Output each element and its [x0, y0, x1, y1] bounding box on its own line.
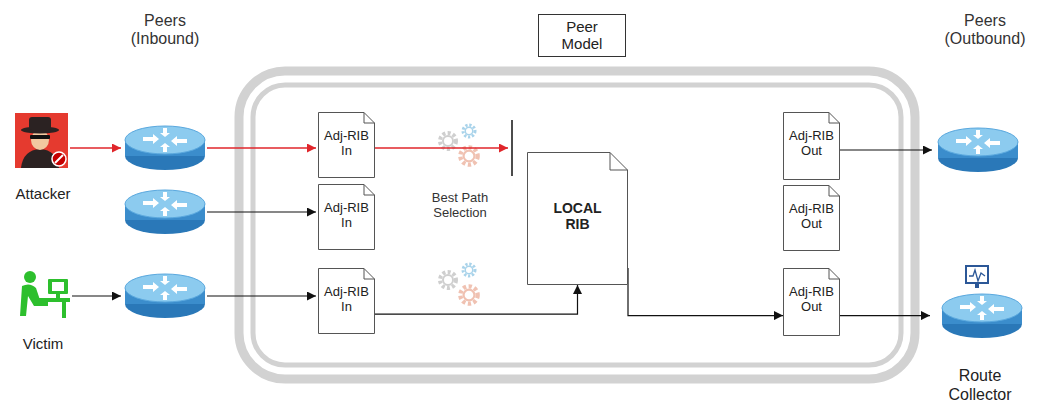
document-fold — [364, 113, 375, 124]
node-text: Adj-RIB Out — [786, 202, 837, 232]
gear-icon — [440, 264, 478, 304]
route-collector-node: Route Collector — [930, 262, 1030, 404]
router-icon — [125, 190, 205, 234]
connector — [628, 268, 783, 316]
node-text: Peer Model — [554, 18, 610, 53]
attack-path — [70, 147, 508, 148]
node-text: Adj-RIB In — [321, 129, 372, 159]
document-fold — [364, 185, 375, 196]
filter-bar — [511, 120, 513, 176]
node-text: Route Collector — [932, 367, 1028, 404]
node-text: Adj-RIB Out — [786, 129, 837, 159]
document-outline — [528, 153, 628, 285]
gear-icon — [440, 125, 478, 165]
adj-rib-out: Adj-RIB Out — [783, 268, 840, 336]
document-outline — [784, 269, 840, 336]
node-text: Attacker — [5, 185, 81, 202]
node-text: Adj-RIB In — [321, 201, 372, 231]
document-fold — [829, 186, 840, 197]
connector — [840, 315, 930, 316]
node-text: Adj-RIB In — [321, 285, 372, 315]
local-rib: LOCAL RIB — [527, 152, 628, 285]
adj-rib-in: Adj-RIB In — [318, 112, 375, 178]
victim-icon — [20, 271, 70, 318]
peer-model-box: Peer Model — [538, 14, 626, 57]
node-text: Victim — [5, 335, 81, 352]
connector — [375, 285, 578, 314]
monitor-icon — [966, 266, 988, 288]
document-fold — [829, 113, 840, 124]
document-outline — [784, 186, 840, 251]
victim-node: Victim — [4, 262, 82, 352]
document-outline — [784, 113, 840, 180]
adj-rib-in: Adj-RIB In — [318, 184, 375, 250]
router-icon — [942, 294, 1022, 338]
attacker-icon — [15, 113, 68, 168]
document-fold — [610, 153, 628, 171]
adj-rib-out: Adj-RIB Out — [783, 112, 840, 180]
node-text: LOCAL RIB — [543, 200, 613, 232]
router-icon — [938, 128, 1018, 172]
adj-rib-in: Adj-RIB In — [318, 268, 375, 334]
document-outline — [319, 185, 375, 250]
document-outline — [319, 113, 375, 178]
peer-model-container — [239, 71, 915, 379]
document-fold — [829, 269, 840, 280]
group-label: Peers (Outbound) — [935, 12, 1035, 49]
router-icon — [125, 126, 205, 170]
node-text: Adj-RIB Out — [786, 285, 837, 315]
group-label: Peers (Inbound) — [115, 12, 215, 49]
document-outline — [319, 269, 375, 334]
process-label: Best Path Selection — [410, 191, 510, 221]
router-icon — [125, 274, 205, 318]
attacker-node: Attacker — [4, 108, 82, 202]
document-fold — [364, 269, 375, 280]
adj-rib-out: Adj-RIB Out — [783, 185, 840, 251]
